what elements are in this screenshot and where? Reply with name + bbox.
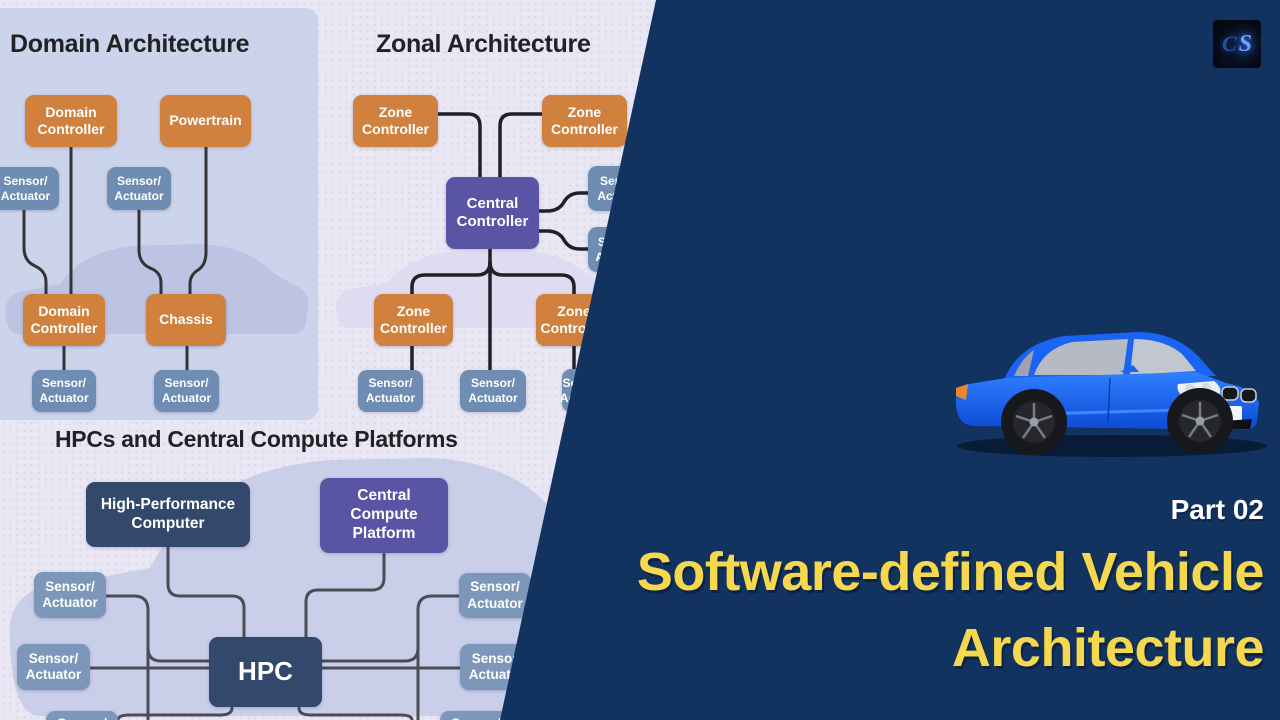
part-label: Part 02 [1170,494,1264,525]
logo-letter-c: C [1221,31,1237,56]
sensor-actuator: Sensor/ Actuator [440,711,512,720]
sensor-actuator: Sensor/ Actuator [17,644,90,690]
sensor-actuator: Sensor/ Actuator [32,370,96,412]
zone-controller: Zone Controller [374,294,453,346]
main-title-line2: Architecture [951,618,1265,678]
sensor-actuator: Sensor/ Actuator [460,370,526,412]
sensor-actuator: Sensor/ Actuator [0,167,59,210]
central-controller: Central Controller [446,177,539,249]
domain-controller-top: Domain Controller [25,95,117,147]
main-title-line1: Software-defined Vehicle [636,542,1265,602]
channel-logo: C S [1213,20,1261,68]
hpc-main: HPC [209,637,322,707]
powertrain: Powertrain [160,95,251,147]
sensor-actuator: Sensor/ Actuator [46,711,118,720]
sensor-actuator: Sensor/ Actuator [107,167,171,210]
sensor-actuator: Sensor/ Actuator [34,572,106,618]
blue-car-illustration [955,332,1267,457]
chassis: Chassis [146,294,226,346]
domain-architecture-title: Domain Architecture [10,30,250,58]
high-performance-computer: High-Performance Computer [86,482,250,547]
sensor-actuator: Sensor/ Actuator [459,573,531,618]
main-title: Software-defined Vehicle Architecture [504,534,1265,686]
domain-controller-bottom: Domain Controller [23,294,105,346]
domain-architecture-panel [0,8,318,420]
sensor-actuator: Sensor/ Actuator [358,370,423,412]
central-compute-platform: Central Compute Platform [320,478,448,553]
sensor-actuator: Sensor/ Actuator [154,370,219,412]
logo-letter-s: S [1238,30,1253,57]
zone-controller: Zone Controller [542,95,627,147]
hpc-section-title: HPCs and Central Compute Platforms [55,426,458,452]
zonal-architecture-title: Zonal Architecture [376,30,591,58]
zone-controller: Zone Controller [353,95,438,147]
